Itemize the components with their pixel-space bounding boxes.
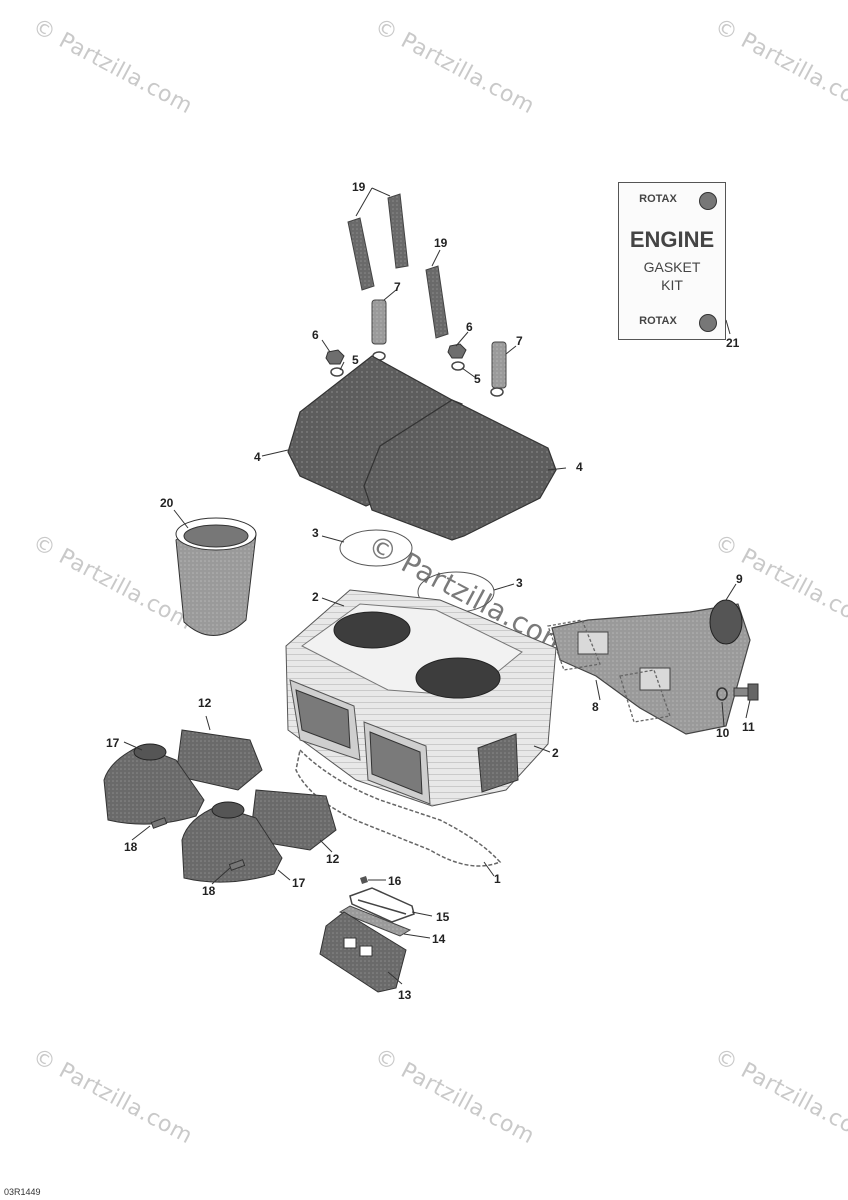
intake-flange bbox=[103, 743, 283, 883]
kit-line-2: KIT bbox=[661, 277, 683, 293]
reed-stopper bbox=[349, 887, 415, 923]
cylinder-sleeve bbox=[175, 517, 257, 636]
callout-17: 17 bbox=[106, 736, 120, 750]
callout-21: 21 bbox=[726, 336, 740, 350]
kit-title: ENGINE bbox=[629, 227, 715, 252]
callout-3: 3 bbox=[312, 526, 319, 540]
callout-1: 1 bbox=[494, 872, 501, 886]
bolt bbox=[733, 683, 759, 701]
cylinder-block bbox=[285, 589, 557, 807]
reed-block bbox=[319, 911, 407, 993]
callout-5: 5 bbox=[352, 353, 359, 367]
screw bbox=[360, 876, 368, 884]
gasket-kit-box: ROTAX ENGINE GASKET KIT ROTAX bbox=[618, 182, 734, 340]
brand-logo-icon bbox=[699, 192, 717, 210]
callout-2: 2 bbox=[312, 590, 319, 604]
exhaust-gasket bbox=[547, 619, 671, 723]
callout-7: 7 bbox=[394, 280, 401, 294]
callout-6: 6 bbox=[466, 320, 473, 334]
callout-10: 10 bbox=[716, 726, 730, 740]
o-ring bbox=[339, 529, 413, 567]
callout-7: 7 bbox=[516, 334, 523, 348]
reed-petal bbox=[338, 905, 412, 937]
callout-11: 11 bbox=[742, 720, 755, 734]
callout-19: 19 bbox=[352, 180, 366, 194]
callout-12: 12 bbox=[326, 852, 340, 866]
callout-2: 2 bbox=[552, 746, 559, 760]
nut bbox=[325, 343, 467, 365]
callout-6: 6 bbox=[312, 328, 319, 342]
callout-18: 18 bbox=[124, 840, 138, 854]
washer bbox=[716, 687, 728, 701]
kit-line-1: GASKET bbox=[643, 259, 701, 275]
callout-4: 4 bbox=[576, 460, 583, 474]
callout-19: 19 bbox=[434, 236, 448, 250]
base-gasket bbox=[295, 748, 502, 867]
callout-16: 16 bbox=[388, 874, 402, 888]
callout-3: 3 bbox=[516, 576, 523, 590]
exhaust-manifold bbox=[551, 599, 751, 735]
callout-17: 17 bbox=[292, 876, 306, 890]
callout-12: 12 bbox=[198, 696, 212, 710]
callout-5: 5 bbox=[474, 372, 481, 386]
callout-4: 4 bbox=[254, 450, 261, 464]
spark-plug-boot bbox=[347, 193, 449, 339]
callout-15: 15 bbox=[436, 910, 450, 924]
callout-18: 18 bbox=[202, 884, 216, 898]
spark-plug bbox=[371, 299, 507, 389]
drawing-code: 03R1449 bbox=[4, 1187, 41, 1197]
kit-brand-top: ROTAX bbox=[639, 193, 677, 205]
callout-20: 20 bbox=[160, 496, 174, 510]
callout-14: 14 bbox=[432, 932, 446, 946]
callout-9: 9 bbox=[736, 572, 743, 586]
screw bbox=[150, 817, 246, 871]
callout-8: 8 bbox=[592, 700, 599, 714]
cylinder-head-cover bbox=[287, 355, 557, 541]
kit-brand-bottom: ROTAX bbox=[639, 315, 677, 327]
brand-logo-icon bbox=[699, 314, 717, 332]
leader-lines bbox=[123, 187, 751, 985]
callout-13: 13 bbox=[398, 988, 412, 1002]
